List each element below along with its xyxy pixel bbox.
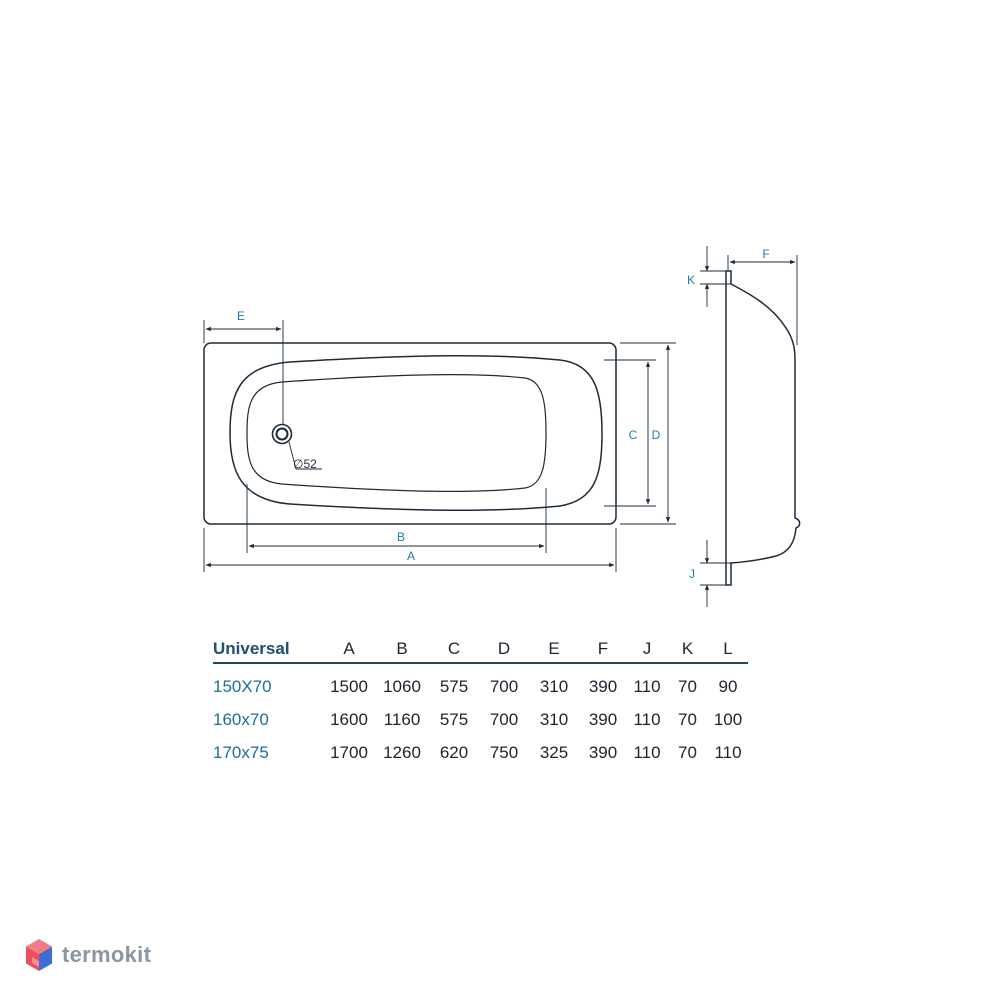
- cell-f: 390: [588, 676, 618, 696]
- cell-c: 620: [439, 742, 469, 762]
- table-row: 150X70 1500 1060 575 700 310 390 110 70 …: [213, 663, 748, 703]
- cell-a: 1500: [330, 676, 368, 696]
- tub-side-profile: [725, 270, 801, 586]
- header-model: Universal: [213, 636, 323, 664]
- header-d: D: [479, 636, 529, 664]
- cell-f: 390: [588, 742, 618, 762]
- dim-label-b: B: [397, 530, 405, 544]
- dim-label-e: E: [237, 309, 245, 323]
- cell-k: 70: [678, 709, 697, 729]
- dim-label-c: C: [629, 428, 638, 442]
- top-view-dimensions: [203, 320, 676, 572]
- brand-name: termokit: [62, 942, 152, 967]
- table-header-row: Universal A B C D E F J K L: [213, 636, 748, 664]
- header-k: K: [667, 636, 708, 664]
- table-row: 170x75 1700 1260 620 750 325 390 110 70 …: [213, 736, 748, 769]
- cell-d: 700: [489, 709, 519, 729]
- cell-d: 750: [489, 742, 519, 762]
- header-c: C: [429, 636, 479, 664]
- cube-logo-icon: [26, 939, 52, 971]
- header-b: B: [375, 636, 429, 664]
- cell-j: 110: [633, 742, 661, 762]
- cell-l: 90: [718, 676, 738, 696]
- drain-inner: [275, 427, 289, 441]
- drain-diameter-label: ∅52: [293, 457, 317, 471]
- row-model: 150X70: [213, 676, 272, 696]
- table-row: 160x70 1600 1160 575 700 310 390 110 70 …: [213, 703, 748, 736]
- tub-basin: [246, 374, 547, 492]
- cell-b: 1260: [383, 742, 421, 762]
- cell-a: 1700: [330, 742, 368, 762]
- cell-e: 325: [539, 742, 569, 762]
- cell-c: 575: [439, 676, 469, 696]
- header-l: L: [708, 636, 748, 664]
- drain-outer: [271, 423, 293, 445]
- dim-label-f: F: [762, 247, 769, 261]
- brand-watermark: termokit: [24, 934, 151, 976]
- top-view: [203, 342, 617, 525]
- cell-d: 700: [489, 676, 519, 696]
- cell-c: 575: [439, 709, 469, 729]
- cell-k: 70: [678, 676, 697, 696]
- side-view: [725, 270, 801, 586]
- header-f: F: [579, 636, 627, 664]
- cell-l: 110: [714, 742, 742, 762]
- dim-label-a: A: [407, 549, 415, 563]
- tub-outer-rim: [203, 342, 617, 525]
- header-j: J: [627, 636, 667, 664]
- row-model: 160x70: [213, 709, 269, 729]
- header-a: A: [323, 636, 375, 664]
- dimensions-table: Universal A B C D E F J K L 150X70 1500 …: [213, 636, 748, 769]
- dim-label-d: D: [652, 428, 661, 442]
- header-e: E: [529, 636, 579, 664]
- dim-label-j: J: [689, 567, 695, 581]
- cell-f: 390: [588, 709, 618, 729]
- tub-inner-rim: [229, 354, 603, 512]
- cell-b: 1160: [383, 709, 421, 729]
- cell-b: 1060: [383, 676, 421, 696]
- row-model: 170x75: [213, 742, 269, 762]
- side-view-dimensions: [700, 246, 798, 607]
- cell-l: 100: [713, 709, 743, 729]
- cell-e: 310: [539, 709, 569, 729]
- dim-label-k: K: [687, 273, 695, 287]
- cell-j: 110: [633, 676, 661, 696]
- cell-k: 70: [678, 742, 697, 762]
- cell-e: 310: [539, 676, 569, 696]
- cell-a: 1600: [330, 709, 368, 729]
- cell-j: 110: [633, 709, 661, 729]
